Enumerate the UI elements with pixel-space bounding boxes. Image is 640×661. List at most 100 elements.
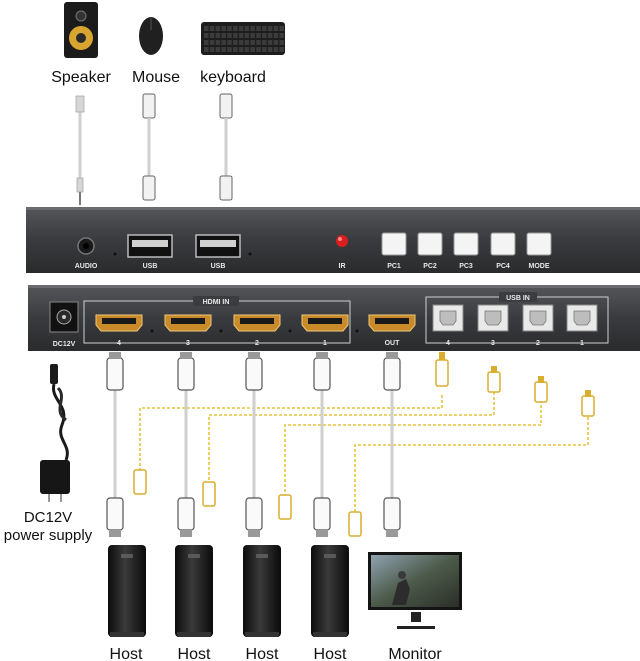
keyboard-key [227, 47, 232, 52]
keyboard-usb-cable [219, 93, 233, 201]
host-label: Host [246, 646, 279, 661]
host-pc-icon [175, 545, 213, 637]
power-supply-label-line1: DC12V [24, 509, 72, 526]
pc1-button[interactable] [381, 232, 407, 256]
usb-in-frame [425, 292, 609, 344]
hdmi-plug [313, 497, 331, 537]
audio-port [77, 237, 95, 255]
keyboard-key [244, 26, 250, 31]
mode-button[interactable] [526, 232, 552, 256]
keyboard-key [267, 40, 273, 45]
keyboard-key [262, 26, 267, 31]
pc4-button[interactable] [490, 232, 516, 256]
keyboard-key [233, 40, 238, 45]
keyboard-key [238, 47, 244, 52]
keyboard-key [209, 40, 215, 45]
keyboard-key [227, 26, 232, 31]
led-dot [150, 329, 154, 333]
keyboard-key [244, 47, 250, 52]
usb-in-label: USB IN [506, 295, 530, 302]
keyboard-key [233, 47, 238, 52]
monitor-icon [368, 552, 462, 629]
speaker-icon [64, 2, 98, 58]
keyboard-key [204, 33, 209, 38]
pc1-button-label: PC1 [387, 263, 401, 270]
keyboard-key [279, 47, 284, 52]
keyboard-key [273, 33, 279, 38]
hdmi-plug [106, 497, 124, 537]
keyboard-key [273, 47, 279, 52]
keyboard-key [221, 40, 226, 45]
keyboard-key [209, 26, 215, 31]
keyboard-key [215, 40, 221, 45]
usb-plug [487, 366, 501, 393]
hdmi-port-number: 4 [117, 340, 121, 347]
hdmi-port [95, 314, 143, 332]
mouse-label: Mouse [132, 69, 180, 86]
hdmi-out-port [368, 314, 416, 332]
audio-port-label: AUDIO [75, 263, 98, 270]
keyboard-key [209, 33, 215, 38]
usb-plug [435, 352, 449, 387]
hdmi-plug [245, 352, 263, 391]
usb-port-number: 3 [491, 340, 495, 347]
keyboard-key [250, 33, 255, 38]
front-usb-label: USB [211, 263, 226, 270]
dc-power-jack [49, 301, 79, 333]
hdmi-port [233, 314, 281, 332]
keyboard-key [233, 26, 238, 31]
hdmi-port-number: 2 [255, 340, 259, 347]
keyboard-key [279, 40, 284, 45]
mouse-usb-cable [142, 93, 156, 201]
keyboard-key [238, 26, 244, 31]
hdmi-plug [313, 352, 331, 391]
pc3-button[interactable] [453, 232, 479, 256]
keyboard-key [256, 47, 261, 52]
keyboard-key [204, 40, 209, 45]
keyboard-key [256, 26, 261, 31]
front-usb-label: USB [143, 263, 158, 270]
keyboard-key [221, 26, 226, 31]
led-dot [248, 252, 252, 256]
keyboard-key [273, 26, 279, 31]
usb-b-port [477, 304, 509, 332]
keyboard-icon [201, 22, 285, 55]
usb-plug [534, 376, 548, 403]
usb-b-port [432, 304, 464, 332]
hdmi-plug [177, 497, 195, 537]
pc3-button-label: PC3 [459, 263, 473, 270]
speaker-label: Speaker [51, 69, 111, 86]
led-dot [219, 329, 223, 333]
keyboard-key [238, 33, 244, 38]
keyboard-key [204, 47, 209, 52]
hdmi-cables [113, 390, 394, 498]
hdmi-plug [245, 497, 263, 537]
hdmi-port [164, 314, 212, 332]
power-supply-label-line2: power supply [4, 527, 93, 544]
keyboard-key [227, 33, 232, 38]
keyboard-key [238, 40, 244, 45]
keyboard-key [227, 40, 232, 45]
keyboard-key [215, 33, 221, 38]
usb-cables [139, 392, 589, 512]
mode-button-label: MODE [529, 263, 550, 270]
hdmi-out-label: OUT [385, 340, 401, 347]
usb-port-number: 4 [446, 340, 450, 347]
ir-receiver [336, 235, 348, 247]
host-pc-icon [108, 545, 146, 637]
keyboard-key [279, 26, 284, 31]
led-dot [355, 329, 359, 333]
usb-plug [348, 511, 362, 537]
keyboard-key [215, 47, 221, 52]
keyboard-key [267, 26, 273, 31]
keyboard-key [215, 26, 221, 31]
front-usb-port [127, 234, 173, 258]
host-label: Host [178, 646, 211, 661]
pc2-button[interactable] [417, 232, 443, 256]
keyboard-key [221, 47, 226, 52]
ir-label: IR [339, 263, 346, 270]
led-dot [113, 252, 117, 256]
usb-port-number: 2 [536, 340, 540, 347]
keyboard-key [256, 40, 261, 45]
